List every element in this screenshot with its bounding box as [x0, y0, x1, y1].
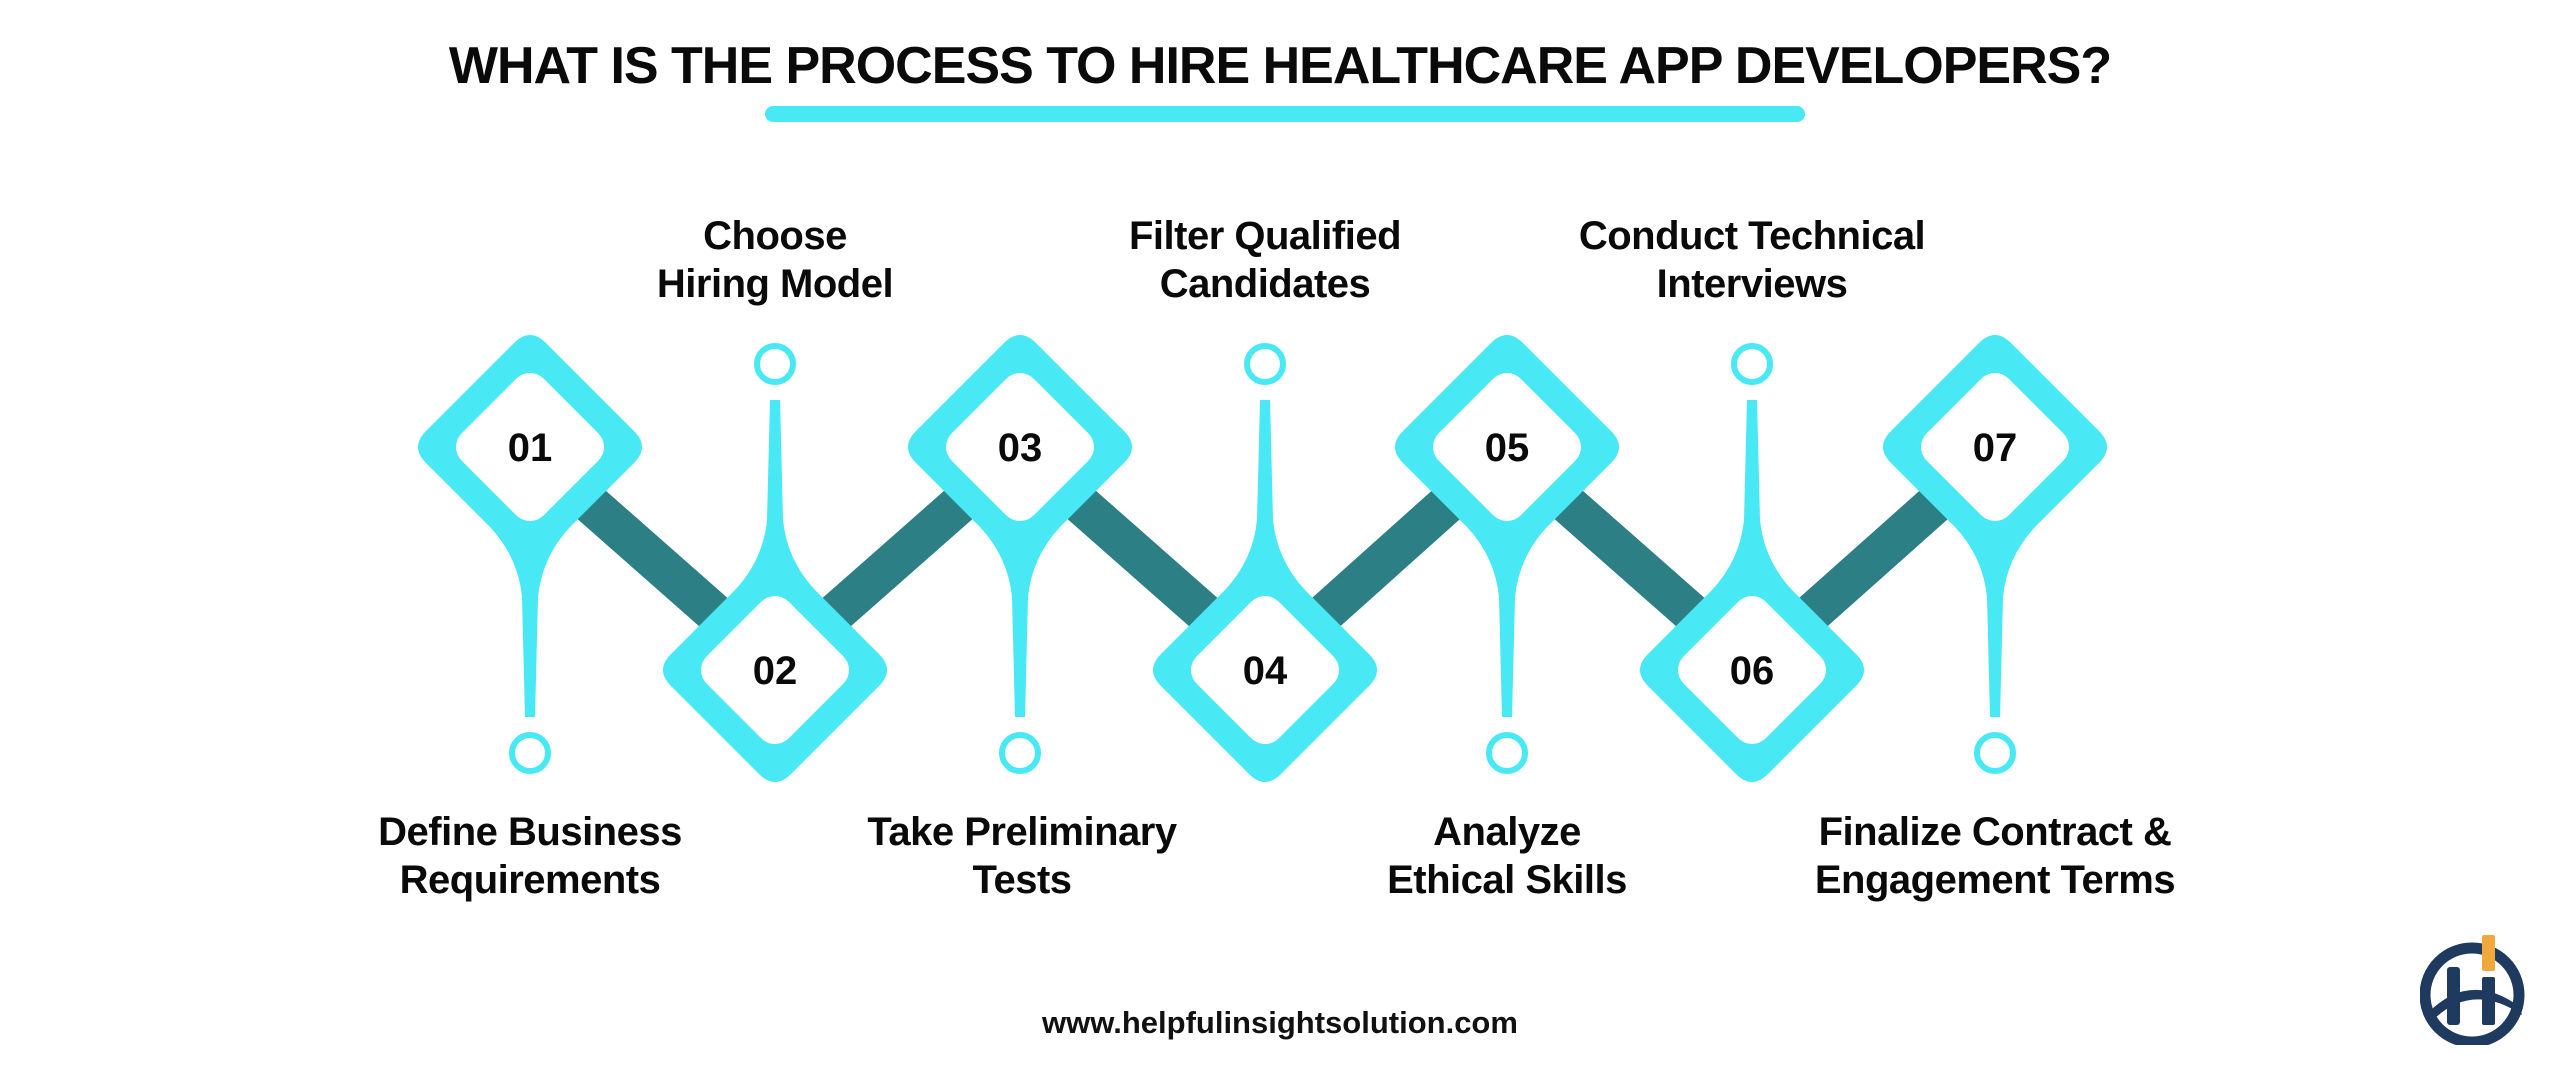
step-node-04: [1153, 346, 1377, 782]
step-label-line2: Requirements: [399, 858, 661, 902]
step-label-03: Take Preliminary Tests: [812, 808, 1232, 904]
step-label-line2: Hiring Model: [656, 262, 894, 306]
helpful-insight-logo-icon: [2420, 935, 2525, 1045]
step-label-line2: Candidates: [1159, 262, 1371, 306]
step-label-line1: Filter Qualified: [1128, 214, 1402, 258]
step-number: 05: [1485, 426, 1530, 470]
step-label-05: Analyze Ethical Skills: [1297, 808, 1717, 904]
step-node-06: [1640, 346, 1864, 782]
step-label-line1: Analyze: [1433, 810, 1581, 854]
title-underline: [765, 106, 1805, 122]
step-node-03: [908, 335, 1132, 771]
step-label-line2: Engagement Terms: [1814, 858, 2176, 902]
step-label-line1: Take Preliminary: [867, 810, 1177, 854]
page-title: WHAT IS THE PROCESS TO HIRE HEALTHCARE A…: [448, 37, 2112, 95]
step-number: 02: [753, 649, 798, 693]
step-label-line1: Finalize Contract &: [1818, 810, 2172, 854]
step-node-02: [663, 346, 887, 782]
website-url: www.helpfulinsightsolution.com: [1042, 1005, 1518, 1040]
step-number: 03: [998, 426, 1043, 470]
step-label-01: Define Business Requirements: [320, 808, 740, 904]
step-number: 01: [508, 426, 553, 470]
step-label-04: Filter Qualified Candidates: [1055, 212, 1475, 308]
step-label-07: Finalize Contract & Engagement Terms: [1785, 808, 2205, 904]
step-label-line2: Interviews: [1656, 262, 1848, 306]
step-node-01: [418, 335, 642, 771]
step-number: 06: [1730, 649, 1775, 693]
step-label-line2: Ethical Skills: [1387, 858, 1627, 902]
step-node-05: [1395, 335, 1619, 771]
step-number: 04: [1243, 649, 1288, 693]
step-label-02: Choose Hiring Model: [565, 212, 985, 308]
step-number: 07: [1973, 426, 2018, 470]
step-label-line1: Choose: [703, 214, 847, 258]
step-node-07: [1883, 335, 2107, 771]
step-label-line2: Tests: [972, 858, 1072, 902]
step-label-06: Conduct Technical Interviews: [1542, 212, 1962, 308]
step-label-line1: Define Business: [378, 810, 682, 854]
step-label-line1: Conduct Technical: [1578, 214, 1926, 258]
